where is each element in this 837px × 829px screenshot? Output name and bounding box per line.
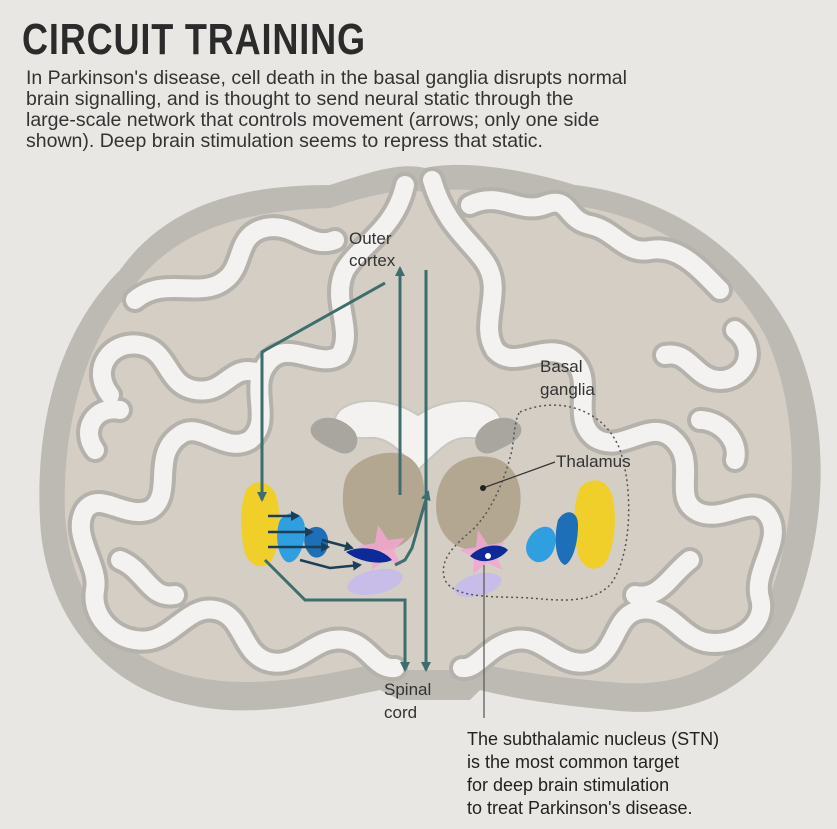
label-thalamus: Thalamus: [556, 452, 631, 471]
label-basal-ganglia-2: ganglia: [540, 380, 595, 399]
stn-electrode-tip: [485, 553, 491, 559]
putamen-left: [241, 482, 279, 566]
stn-note-line: The subthalamic nucleus (STN): [467, 729, 719, 749]
label-outer-cortex-2: cortex: [349, 251, 396, 270]
thalamus-leader-dot: [480, 485, 486, 491]
stn-note-line: to treat Parkinson's disease.: [467, 798, 693, 818]
label-outer-cortex-1: Outer: [349, 229, 392, 248]
label-basal-ganglia-1: Basal: [540, 357, 583, 376]
putamen-right: [574, 480, 615, 568]
label-spinal-cord-2: cord: [384, 703, 417, 722]
label-spinal-cord-1: Spinal: [384, 680, 431, 699]
stn-note-line: for deep brain stimulation: [467, 775, 669, 795]
stn-note-line: is the most common target: [467, 752, 679, 772]
